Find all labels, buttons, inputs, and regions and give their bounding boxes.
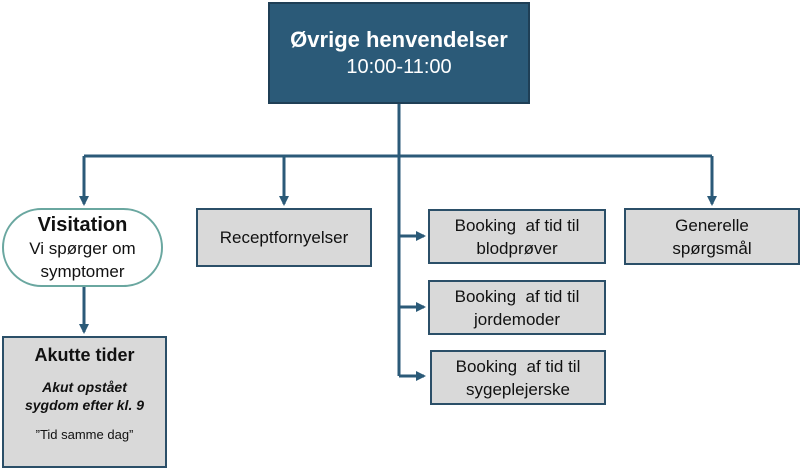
akutte-sub2: sygdom efter kl. 9: [24, 397, 145, 413]
booking-syge-line2: sygeplejerske: [466, 379, 570, 399]
receptfornyelser-label: Receptfornyelser: [219, 228, 349, 247]
booking-syge-line1: Booking af tid til: [455, 356, 581, 376]
generelle-spoergsmaal-box: Generelle spørgsmål: [624, 208, 800, 265]
header-time: 10:00-11:00: [346, 56, 452, 78]
booking-jorde-line2: jordemoder: [474, 309, 560, 329]
header-title: Øvrige henvendelser: [290, 27, 508, 52]
booking-blodproever-box: Booking af tid til blodprøver: [428, 209, 606, 264]
akutte-title: Akutte tider: [34, 345, 135, 365]
visitation-line2: symptomer: [40, 261, 125, 281]
booking-sygeplejerske-box: Booking af tid til sygeplejerske: [430, 350, 606, 405]
visitation-box: Visitation Vi spørger om symptomer: [2, 208, 163, 287]
receptfornyelser-box: Receptfornyelser: [196, 208, 372, 267]
header-box: Øvrige henvendelser 10:00-11:00: [268, 2, 530, 104]
akutte-note: ”Tid samme dag”: [35, 427, 134, 442]
booking-blod-line1: Booking af tid til: [454, 215, 580, 235]
akutte-sub1: Akut opstået: [42, 379, 127, 395]
visitation-line1: Vi spørger om: [29, 238, 136, 258]
booking-blod-line2: blodprøver: [476, 238, 558, 258]
visitation-title: Visitation: [37, 213, 128, 236]
akutte-tider-box: Akutte tider Akut opstået sygdom efter k…: [2, 336, 167, 468]
booking-jorde-line1: Booking af tid til: [454, 286, 580, 306]
generelle-line2: spørgsmål: [672, 238, 752, 258]
generelle-line1: Generelle: [675, 215, 749, 235]
booking-jordemoder-box: Booking af tid til jordemoder: [428, 280, 606, 335]
